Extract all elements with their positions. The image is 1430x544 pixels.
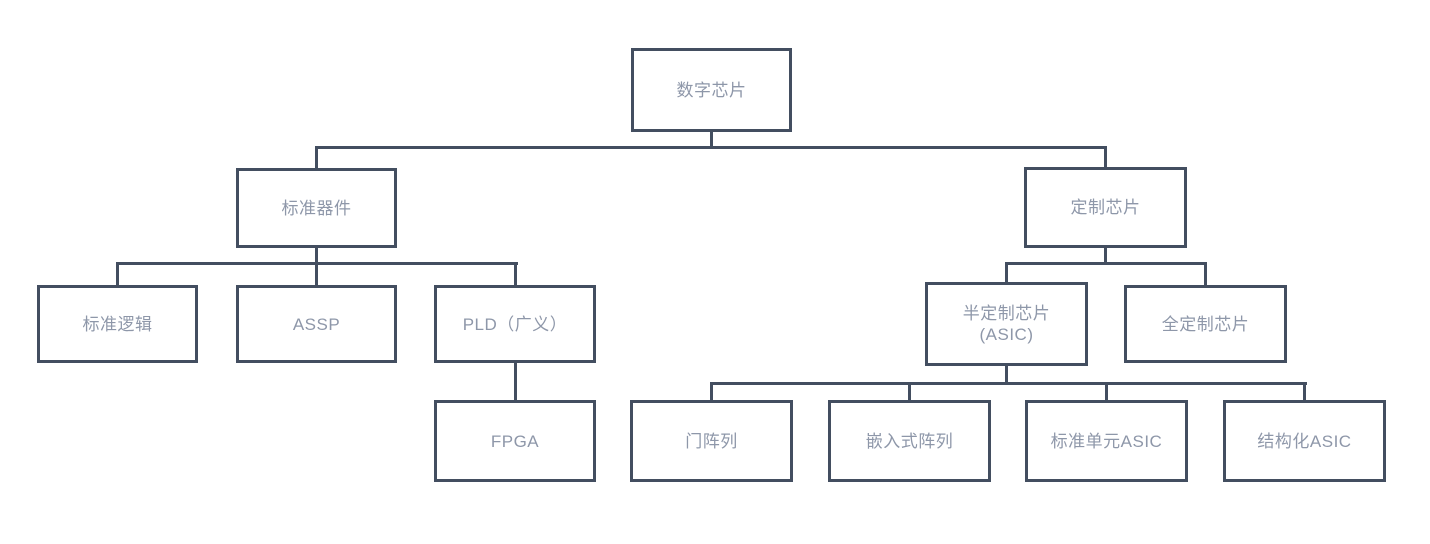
connector-line xyxy=(908,382,911,402)
connector-line xyxy=(1005,262,1207,265)
node-label: 数字芯片 xyxy=(676,80,747,100)
connector-line xyxy=(315,146,1107,149)
connector-line xyxy=(1105,382,1108,402)
connector-line xyxy=(116,262,119,287)
connector-line xyxy=(1204,262,1207,287)
node-pld: PLD（广义） xyxy=(434,285,596,363)
connector-line xyxy=(1005,262,1008,284)
node-label: 门阵列 xyxy=(685,431,738,451)
connector-line xyxy=(514,361,517,402)
node-label: 标准逻辑 xyxy=(82,314,153,334)
connector-line xyxy=(1005,364,1008,385)
node-label: 嵌入式阵列 xyxy=(865,431,954,451)
connector-line xyxy=(1104,146,1107,169)
node-label: 全定制芯片 xyxy=(1161,314,1250,334)
node-standard-device: 标准器件 xyxy=(236,168,397,248)
node-custom-chip: 定制芯片 xyxy=(1024,167,1187,248)
connector-line xyxy=(1303,382,1306,402)
connector-line xyxy=(710,382,713,402)
node-digital-chip: 数字芯片 xyxy=(631,48,792,132)
node-structured-asic: 结构化ASIC xyxy=(1223,400,1386,482)
connector-line xyxy=(514,262,517,287)
node-full-custom: 全定制芯片 xyxy=(1124,285,1287,363)
node-label: 定制芯片 xyxy=(1070,198,1141,217)
node-embedded-array: 嵌入式阵列 xyxy=(828,400,991,482)
node-label: FPGA xyxy=(490,431,540,451)
node-label: PLD（广义） xyxy=(462,314,568,334)
node-standard-logic: 标准逻辑 xyxy=(37,285,198,363)
node-gate-array: 门阵列 xyxy=(630,400,793,482)
connector-line xyxy=(315,262,318,287)
node-assp: ASSP xyxy=(236,285,397,363)
connector-line xyxy=(1104,246,1107,265)
node-standard-cell-asic: 标准单元ASIC xyxy=(1025,400,1188,482)
node-label: ASSP xyxy=(292,314,341,334)
node-label: 结构化ASIC xyxy=(1257,431,1352,451)
connector-line xyxy=(710,130,713,149)
node-label: 标准器件 xyxy=(281,198,352,218)
node-label: 标准单元ASIC xyxy=(1050,431,1163,451)
connector-line xyxy=(315,146,318,170)
connector-line xyxy=(710,382,1307,385)
node-label: 半定制芯片 (ASIC) xyxy=(962,304,1051,344)
node-semi-custom-asic: 半定制芯片 (ASIC) xyxy=(925,282,1088,366)
node-fpga: FPGA xyxy=(434,400,596,482)
connector-line xyxy=(315,246,318,265)
